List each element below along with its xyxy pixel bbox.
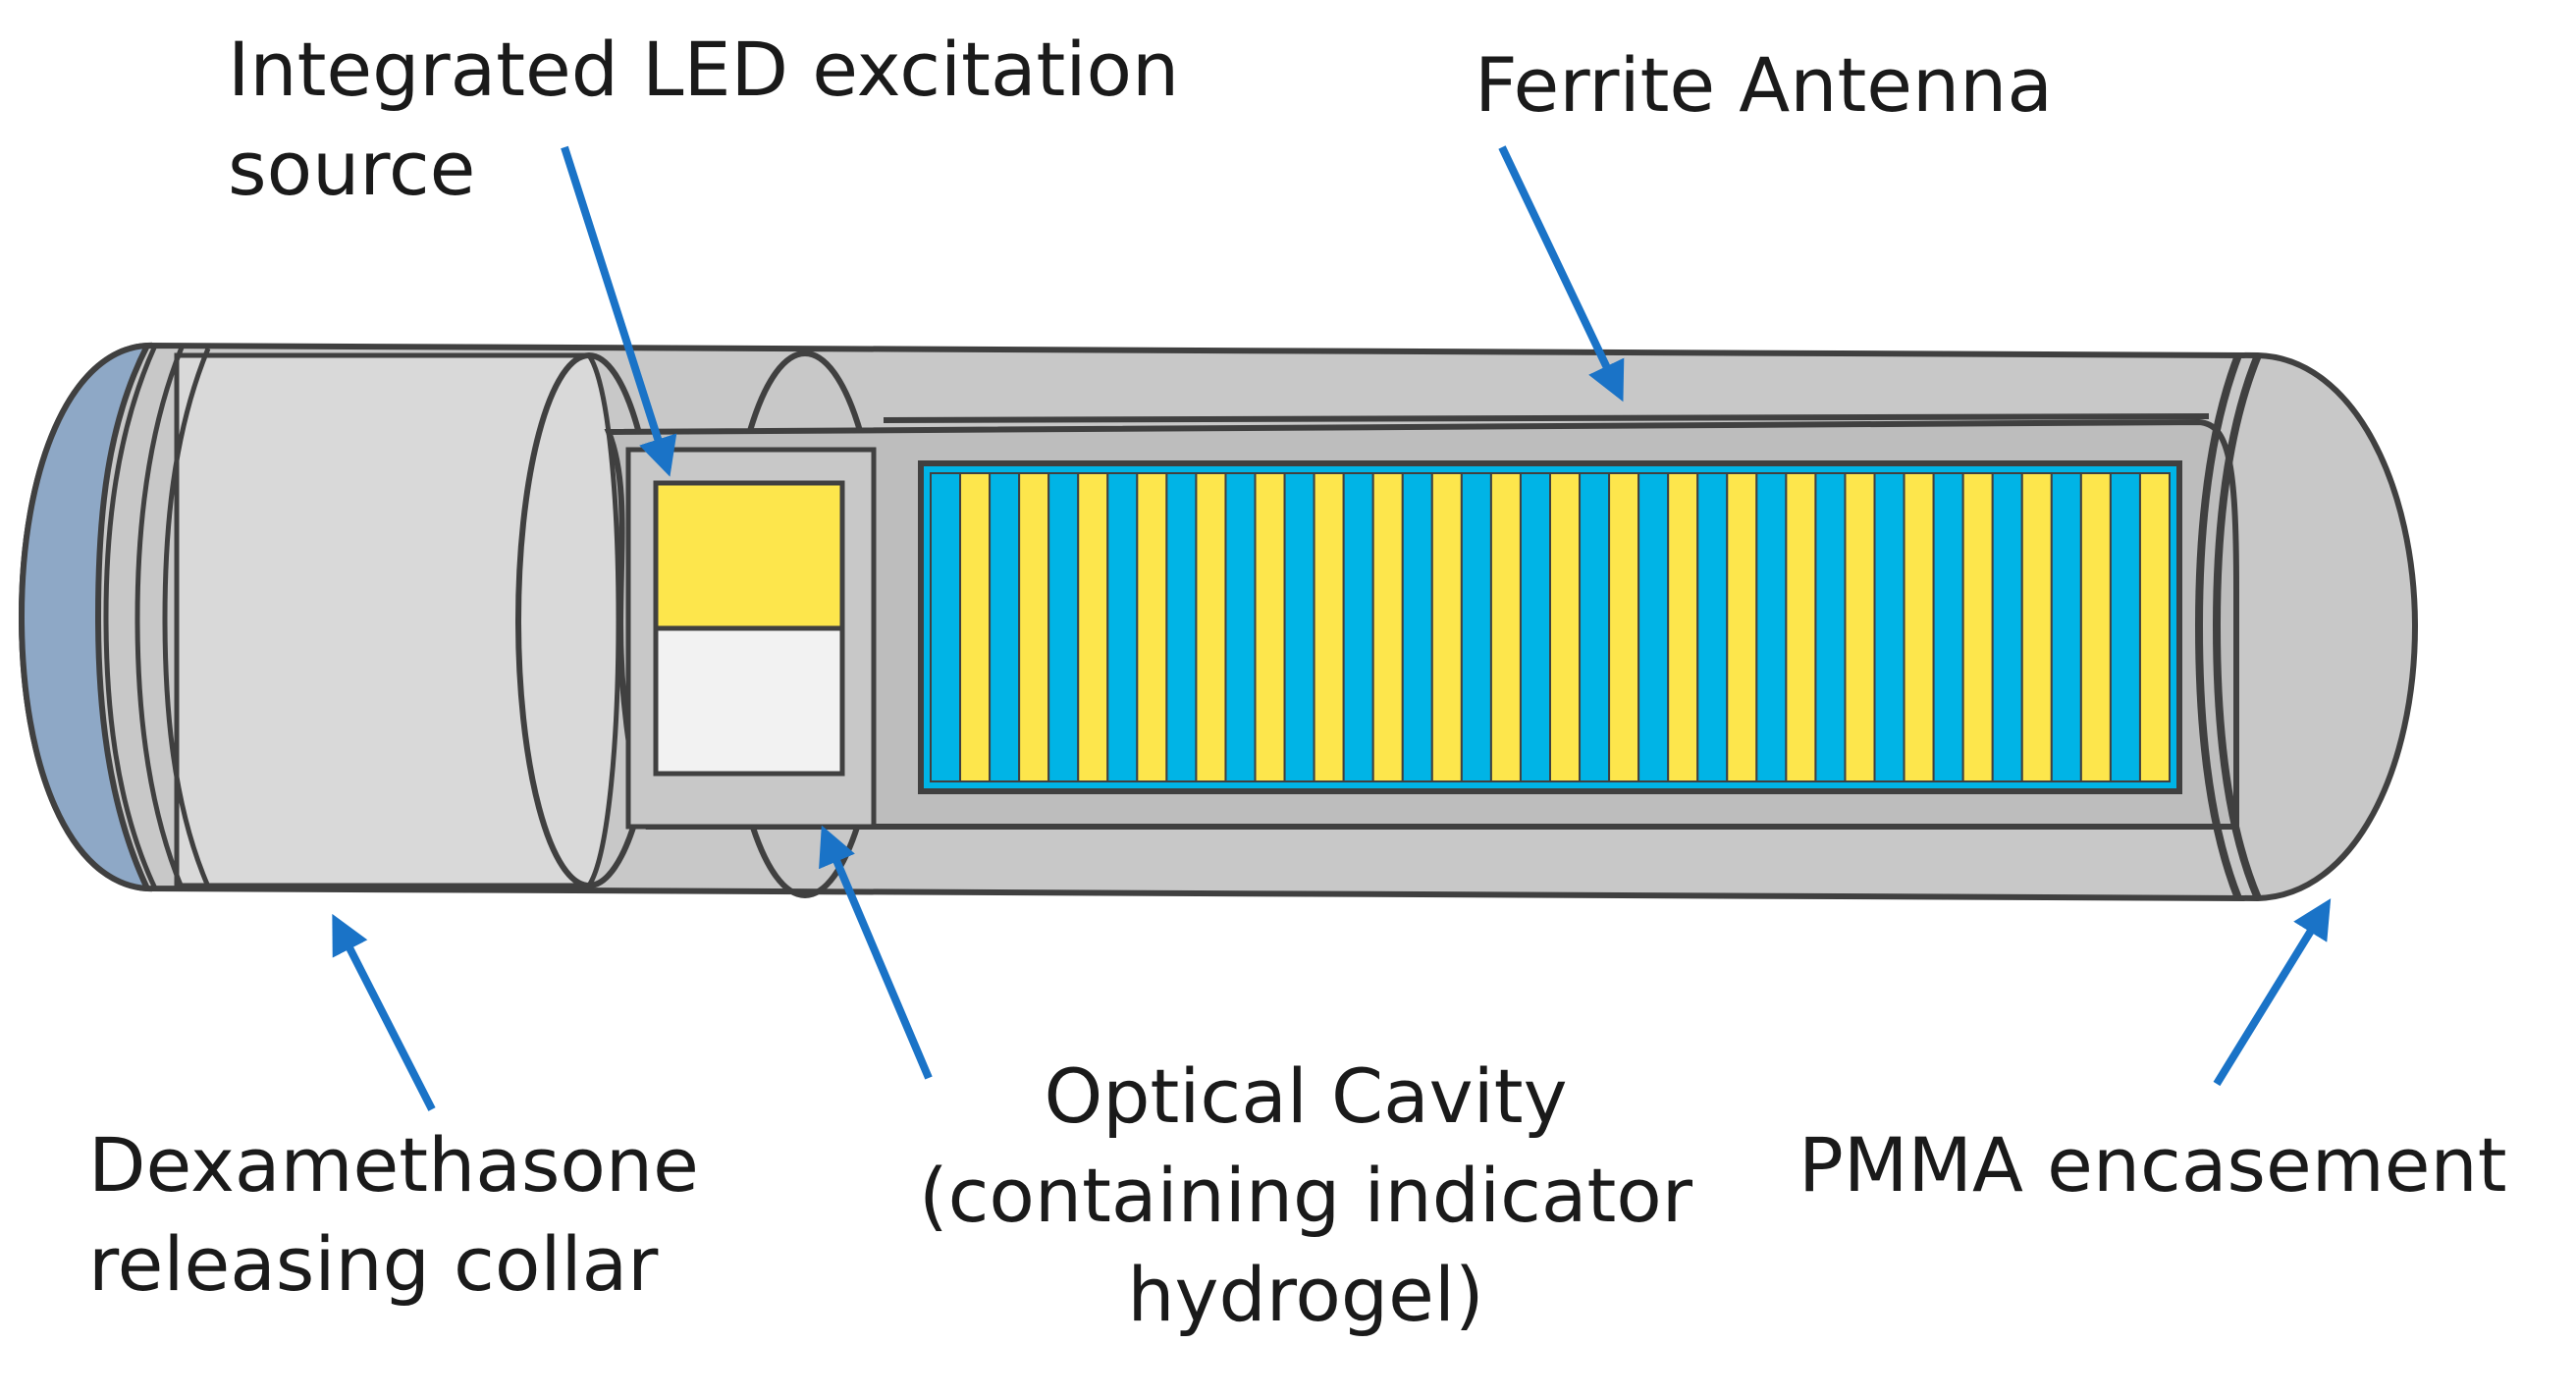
end-cap-rim-3: [162, 348, 211, 887]
antenna-stripe-blue: [2050, 472, 2082, 782]
antenna-stripe-yellow: [2079, 472, 2112, 782]
antenna-stripe-blue: [2109, 472, 2141, 782]
antenna-stripe-blue: [1342, 472, 1374, 782]
antenna-stripe-yellow: [1430, 472, 1463, 782]
inner-chamber-top-edge: [883, 413, 2210, 423]
antenna-stripe-blue: [1047, 472, 1080, 782]
antenna-stripe-yellow: [1018, 472, 1050, 782]
antenna-stripe-yellow: [959, 472, 992, 782]
antenna-stripe-blue: [1579, 472, 1611, 782]
end-cap-left: [18, 342, 153, 892]
antenna-stripe-blue: [1519, 472, 1552, 782]
antenna-stripe-blue: [1932, 472, 1964, 782]
antenna-stripe-yellow: [1785, 472, 1817, 782]
antenna-stripe-blue: [1460, 472, 1492, 782]
end-cap-rim-2: [134, 347, 185, 888]
antenna-stripe-yellow: [1077, 472, 1109, 782]
antenna-stripe-yellow: [1667, 472, 1699, 782]
dexamethasone-collar: [174, 352, 621, 888]
ferrite-antenna-label: Ferrite Antenna: [1475, 35, 2053, 134]
antenna-stripe-yellow: [1489, 472, 1522, 782]
antenna-stripe-yellow: [1195, 472, 1227, 782]
led-white: [653, 625, 845, 777]
antenna-stripe-blue: [1106, 472, 1139, 782]
antenna-stripe-yellow: [1608, 472, 1640, 782]
antenna-stripe-blue: [1814, 472, 1847, 782]
antenna-stripe-blue: [1991, 472, 2023, 782]
antenna-stripe-yellow: [1549, 472, 1582, 782]
antenna-stripe-yellow: [1136, 472, 1168, 782]
antenna-stripe-yellow: [1961, 472, 1994, 782]
antenna-stripe-blue: [1696, 472, 1729, 782]
antenna-stripe-blue: [1755, 472, 1788, 782]
end-cap-rim-1: [103, 344, 158, 890]
antenna-stripe-blue: [1401, 472, 1433, 782]
arrow-icon: [332, 913, 436, 1111]
antenna-stripe-yellow: [1313, 472, 1345, 782]
antenna-stripe-yellow: [1371, 472, 1404, 782]
led-yellow: [653, 480, 845, 631]
antenna-stripe-yellow: [2020, 472, 2053, 782]
optical-cavity-label: Optical Cavity (containing indicator hyd…: [844, 1047, 1767, 1344]
antenna-stripe-blue: [1165, 472, 1198, 782]
led-source-label: Integrated LED excitation source: [228, 20, 1179, 218]
antenna-stripe-yellow: [1254, 472, 1286, 782]
ferrite-antenna-coils: [930, 472, 2172, 782]
antenna-stripe-blue: [930, 472, 962, 782]
antenna-stripe-yellow: [1844, 472, 1876, 782]
arrow-icon: [561, 145, 677, 477]
antenna-stripe-yellow: [1903, 472, 1935, 782]
optical-cavity-label-line-1: Optical Cavity: [1044, 1052, 1568, 1140]
antenna-stripe-yellow: [2138, 472, 2172, 782]
arrow-icon: [1498, 145, 1625, 403]
collar-label-line-2: releasing collar: [88, 1220, 659, 1309]
end-cap-right: [2194, 353, 2242, 900]
antenna-stripe-blue: [1283, 472, 1315, 782]
antenna-stripe-yellow: [1726, 472, 1758, 782]
antenna-stripe-blue: [1637, 472, 1670, 782]
led-source-label-line-1: Integrated LED excitation: [228, 26, 1180, 113]
antenna-stripe-blue: [989, 472, 1021, 782]
antenna-stripe-blue: [1224, 472, 1257, 782]
ferrite-antenna-label-line-1: Ferrite Antenna: [1475, 41, 2053, 129]
collar-label: Dexamethasone releasing collar: [88, 1115, 699, 1314]
pmma-label-line-1: PMMA encasement: [1798, 1121, 2507, 1209]
optical-cavity-label-line-3: hydrogel): [1127, 1251, 1484, 1339]
collar-label-line-1: Dexamethasone: [88, 1121, 699, 1209]
arrow-icon: [819, 825, 933, 1080]
arrow-icon: [2213, 898, 2332, 1087]
antenna-stripe-blue: [1873, 472, 1905, 782]
optical-cavity-label-line-2: (containing indicator: [919, 1152, 1692, 1240]
led-source-label-line-2: source: [228, 125, 476, 213]
pmma-label: PMMA encasement: [1798, 1115, 2507, 1214]
end-cap-right-rim: [2212, 353, 2262, 900]
